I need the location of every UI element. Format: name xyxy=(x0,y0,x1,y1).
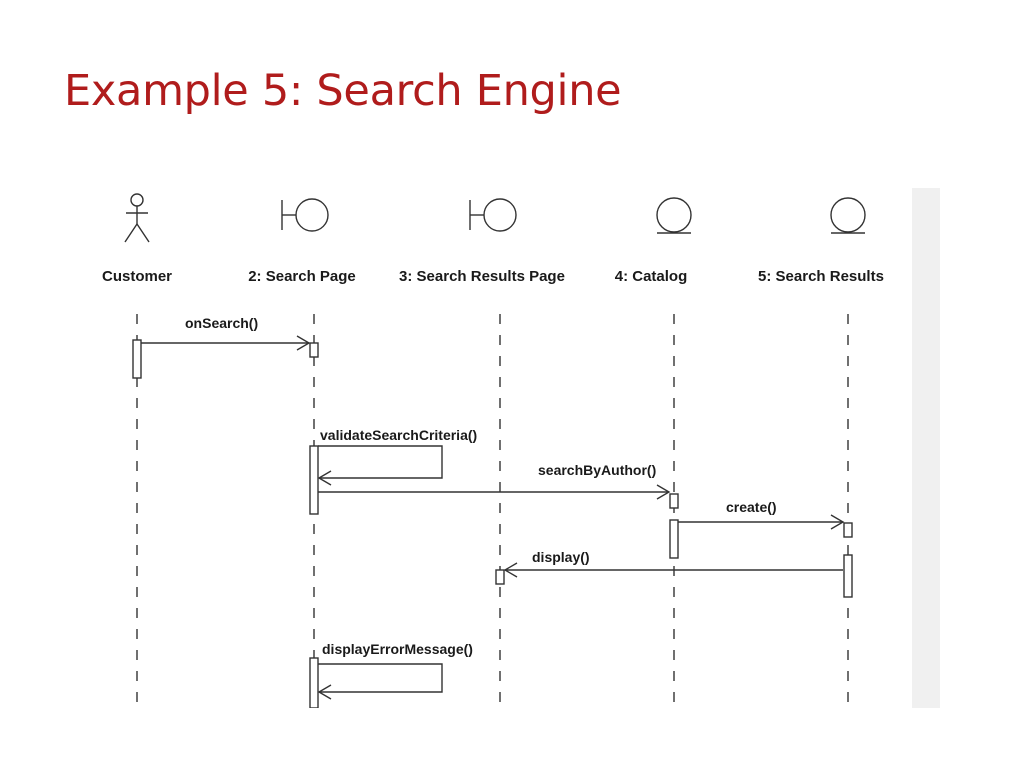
scan-edge-strip xyxy=(912,188,940,708)
message-create xyxy=(678,514,845,530)
activation-search-results-2 xyxy=(843,554,853,598)
message-label-searchbyauthor: searchByAuthor() xyxy=(538,462,656,478)
lifeline-label-catalog: 4: Catalog xyxy=(615,268,688,285)
lifeline-label-search-page: 2: Search Page xyxy=(248,268,356,285)
sequence-diagram: Customer 2: Search Page 3: Search Result… xyxy=(100,188,940,708)
message-label-validatesearchcriteria: validateSearchCriteria() xyxy=(320,427,477,443)
slide-title: Example 5: Search Engine xyxy=(64,66,622,116)
activation-search-page-1 xyxy=(309,342,319,358)
activation-customer xyxy=(132,339,142,379)
message-label-display: display() xyxy=(532,549,590,565)
message-searchbyauthor xyxy=(318,484,671,500)
activation-search-page-2 xyxy=(309,445,319,515)
results-page-boundary-icon xyxy=(469,198,517,232)
catalog-entity-icon xyxy=(656,197,692,234)
message-validatesearchcriteria xyxy=(317,445,443,486)
search-page-boundary-icon xyxy=(281,198,329,232)
message-display xyxy=(503,562,843,578)
message-onsearch xyxy=(141,335,311,351)
message-displayerrormessage xyxy=(317,663,443,700)
activation-search-page-3 xyxy=(309,657,319,708)
message-label-create: create() xyxy=(726,499,777,515)
message-label-onsearch: onSearch() xyxy=(185,315,258,331)
activation-search-results-1 xyxy=(843,522,853,538)
lifeline-label-customer: Customer xyxy=(102,268,172,285)
search-results-entity-icon xyxy=(830,197,866,234)
lifeline-label-results-page: 3: Search Results Page xyxy=(399,268,565,285)
activation-results-page xyxy=(495,569,505,585)
message-label-displayerrormessage: displayErrorMessage() xyxy=(322,641,473,657)
customer-actor-icon xyxy=(124,193,150,243)
lifeline-label-search-results: 5: Search Results xyxy=(758,268,884,285)
activation-catalog-2 xyxy=(669,519,679,559)
activation-catalog-1 xyxy=(669,493,679,509)
